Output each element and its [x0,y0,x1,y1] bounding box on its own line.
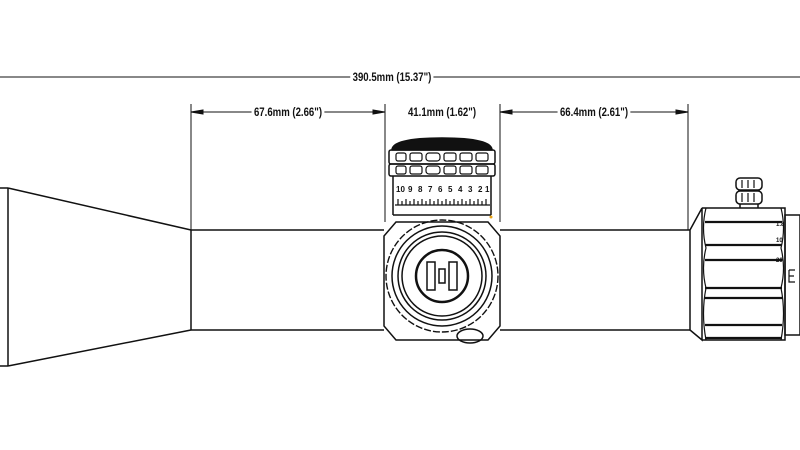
svg-text:9: 9 [408,185,413,194]
svg-text:4: 4 [458,185,463,194]
saddle-to-ocular-label: 66.4mm (2.61") [557,105,631,119]
svg-text:5: 5 [448,185,453,194]
saddle-length-label: 41.1mm (1.62") [405,105,479,119]
ocular-assembly: 1.8 10 20 [689,177,800,342]
objective-to-saddle-label: 67.6mm (2.66") [251,105,325,119]
overall-length-label: 390.5mm (15.37") [350,70,434,84]
main-tube [191,229,690,331]
svg-text:1: 1 [485,185,490,194]
svg-text:3: 3 [468,185,473,194]
svg-text:1.8: 1.8 [776,222,785,228]
turret-scale-numbers: 10 9 8 7 6 5 4 3 2 1 [396,185,490,194]
elevation-turret: 10 9 8 7 6 5 4 3 2 1 [388,137,496,219]
magnification-marks: 1.8 10 20 [776,222,785,264]
svg-text:2: 2 [478,185,483,194]
svg-text:10: 10 [396,185,405,194]
svg-text:7: 7 [428,185,433,194]
parallax-knob [735,177,763,208]
svg-text:6: 6 [438,185,443,194]
objective-bell [0,187,192,367]
svg-text:8: 8 [418,185,423,194]
windage-turret [385,219,499,344]
turret-scale-ticks [395,199,490,206]
svg-text:20: 20 [776,258,783,264]
svg-text:10: 10 [776,238,783,244]
turret-saddle [383,221,501,341]
